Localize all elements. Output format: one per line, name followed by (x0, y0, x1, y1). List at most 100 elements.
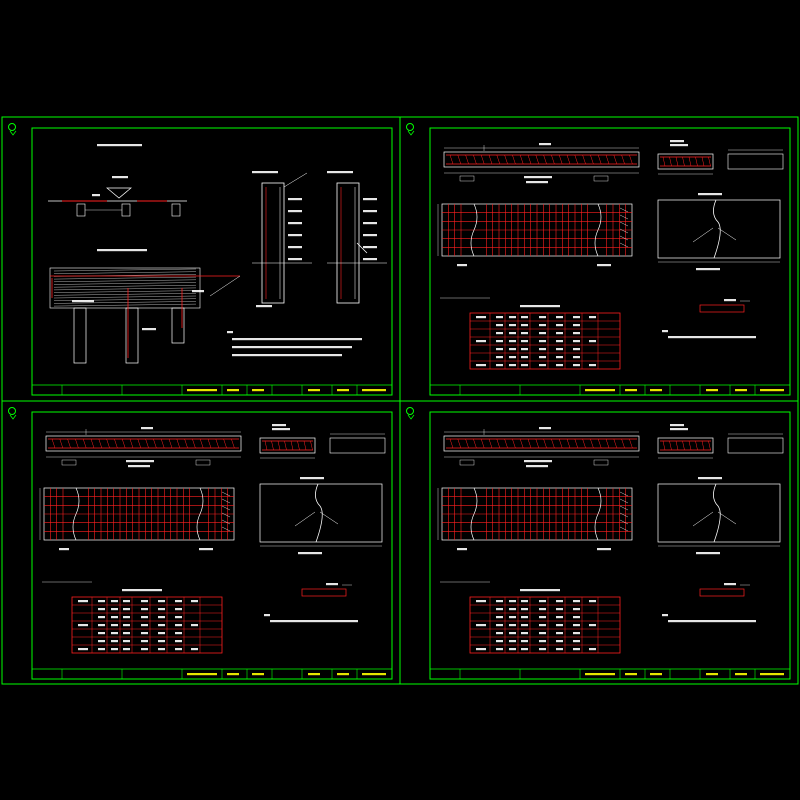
corner-mark-tail (407, 414, 415, 420)
plan-break-line-right (196, 487, 204, 541)
section-link (701, 156, 705, 167)
schedule-cell-text (175, 624, 182, 627)
wall-left (261, 182, 285, 304)
wall-annotation (288, 234, 302, 237)
elevation-subcaption (526, 181, 548, 184)
title-block-sheet-label (337, 673, 349, 676)
section-link (708, 440, 711, 451)
section-link (669, 156, 672, 167)
joint-detail-box (259, 483, 383, 543)
schedule-cell-text (539, 324, 546, 327)
wall-annotation (363, 198, 377, 201)
slab-cross-section (657, 437, 714, 454)
schedule-cell-text (98, 608, 105, 611)
schedule-cell-text (589, 648, 596, 651)
stirrup (605, 154, 610, 165)
schedule-cell-text (509, 356, 516, 359)
section-label-right (593, 459, 609, 466)
plan-end-hatch (221, 526, 231, 532)
section-link (297, 440, 300, 451)
schedule-cell-text (556, 332, 563, 335)
schedule-cell-text (556, 624, 563, 627)
plan-end-hatch (221, 505, 231, 511)
slab-plain-section (329, 437, 386, 454)
stirrup (558, 154, 563, 165)
schedule-cell-text (141, 608, 148, 611)
joint-detail-box (657, 483, 781, 543)
schedule-cell-text (98, 624, 105, 627)
schedule-cell-text (175, 608, 182, 611)
wall-annotation (288, 210, 302, 213)
section-link (271, 440, 274, 451)
elevation-caption (126, 460, 154, 463)
schedule-cell-text (123, 632, 130, 635)
schedule-cell-text (539, 348, 546, 351)
schedule-cell-text (111, 600, 118, 603)
schedule-cell-text (521, 348, 528, 351)
rebar-schedule-table (469, 596, 621, 654)
corner-mark-tail (407, 130, 415, 136)
schedule-cell-text (98, 616, 105, 619)
schedule-cell-text (123, 624, 130, 627)
stirrup (215, 438, 220, 449)
stirrup (504, 154, 508, 165)
schedule-cell-text (539, 600, 546, 603)
section-link (682, 440, 685, 451)
schedule-cell-text (78, 624, 88, 627)
title-block-sheet-number (760, 673, 784, 676)
schedule-cell-text (78, 600, 88, 603)
stirrup (496, 438, 501, 449)
schedule-cell-text (496, 332, 503, 335)
plan-end-hatch (619, 235, 629, 241)
schedule-cell-text (98, 600, 105, 603)
schedule-cell-text (539, 316, 546, 319)
schedule-cell-text (476, 624, 486, 627)
section-link (290, 440, 294, 451)
schedule-cell-text (539, 608, 546, 611)
schedule-cell-text (175, 616, 182, 619)
schedule-cell-text (556, 616, 563, 619)
schedule-cell-text (573, 332, 580, 335)
section-label (272, 424, 286, 427)
plan-end-hatch (221, 491, 231, 497)
schedule-cell-text (111, 608, 118, 611)
stirrup (176, 438, 181, 449)
title-block-sheet-number (362, 673, 386, 676)
schedule-cell-text (556, 356, 563, 359)
slab-plain-section (727, 437, 784, 454)
schedule-cell-text (496, 356, 503, 359)
stirrup (129, 438, 134, 449)
detail-title-1 (97, 144, 142, 147)
schedule-cell-text (521, 648, 528, 651)
plan-end-hatch (619, 221, 629, 227)
schedule-cell-text (509, 608, 516, 611)
stirrup (605, 438, 610, 449)
wall-annotation (288, 198, 302, 201)
schedule-cell-text (573, 624, 580, 627)
note-line (668, 336, 756, 339)
schedule-cell-text (141, 632, 148, 635)
schedule-cell-text (589, 624, 596, 627)
stirrup (512, 154, 516, 165)
schedule-cell-text (556, 364, 563, 367)
plan-break-line-left (470, 487, 478, 541)
schedule-cell-text (509, 348, 516, 351)
support-label (92, 194, 100, 197)
schedule-cell-text (509, 600, 516, 603)
schedule-cell-text (496, 632, 503, 635)
slab-plain-section (727, 153, 784, 170)
stirrup (629, 438, 633, 449)
wall-annotation (363, 258, 377, 261)
joint-detail-box (657, 199, 781, 259)
schedule-cell-text (476, 340, 486, 343)
section-label-2 (670, 144, 688, 147)
elevation-subcaption (128, 465, 150, 468)
section-label (670, 140, 684, 143)
schedule-cell-text (521, 608, 528, 611)
wall-annotation (288, 222, 302, 225)
stirrup (566, 438, 571, 449)
title-block-check-label (252, 673, 264, 676)
pier-right (125, 307, 139, 364)
title-block-check-label (252, 389, 264, 392)
